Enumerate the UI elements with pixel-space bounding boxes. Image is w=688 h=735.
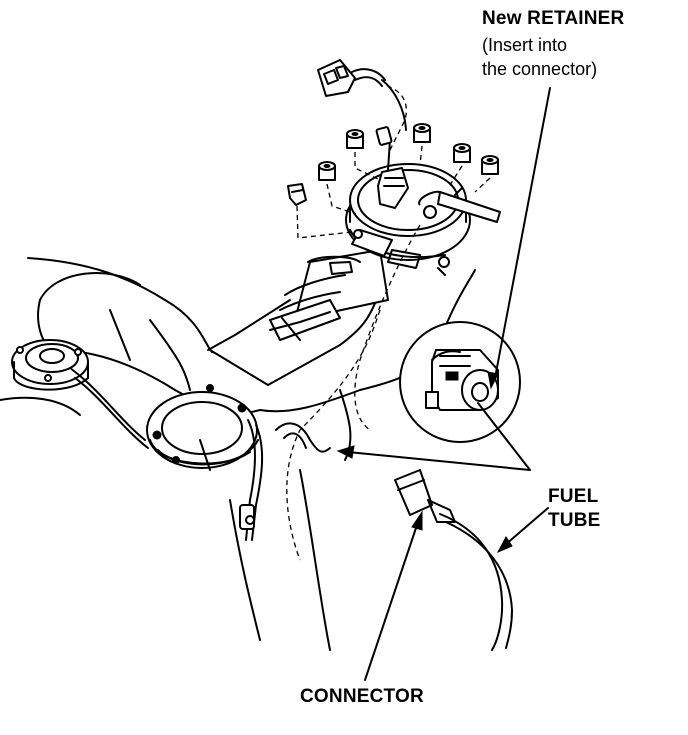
retainer-detail	[399, 321, 521, 443]
fuel-tube-label-line2: TUBE	[548, 510, 601, 531]
leader-lines	[336, 87, 551, 681]
flange-fittings	[375, 126, 501, 223]
connector-label: CONNECTOR	[300, 686, 424, 707]
retainer-note-line1: (Insert into	[482, 35, 568, 55]
filler-cap	[11, 339, 149, 449]
flange-nuts	[287, 123, 499, 206]
fuel-pump-body	[269, 249, 389, 341]
harness-connector	[317, 59, 407, 131]
tank-opening	[146, 384, 264, 541]
fuel-tube	[275, 422, 513, 651]
retainer-note-line2: the connector)	[482, 59, 598, 79]
retainer-label: New RETAINER	[482, 8, 625, 29]
fuel-tube-label-line1: FUEL	[548, 486, 599, 507]
